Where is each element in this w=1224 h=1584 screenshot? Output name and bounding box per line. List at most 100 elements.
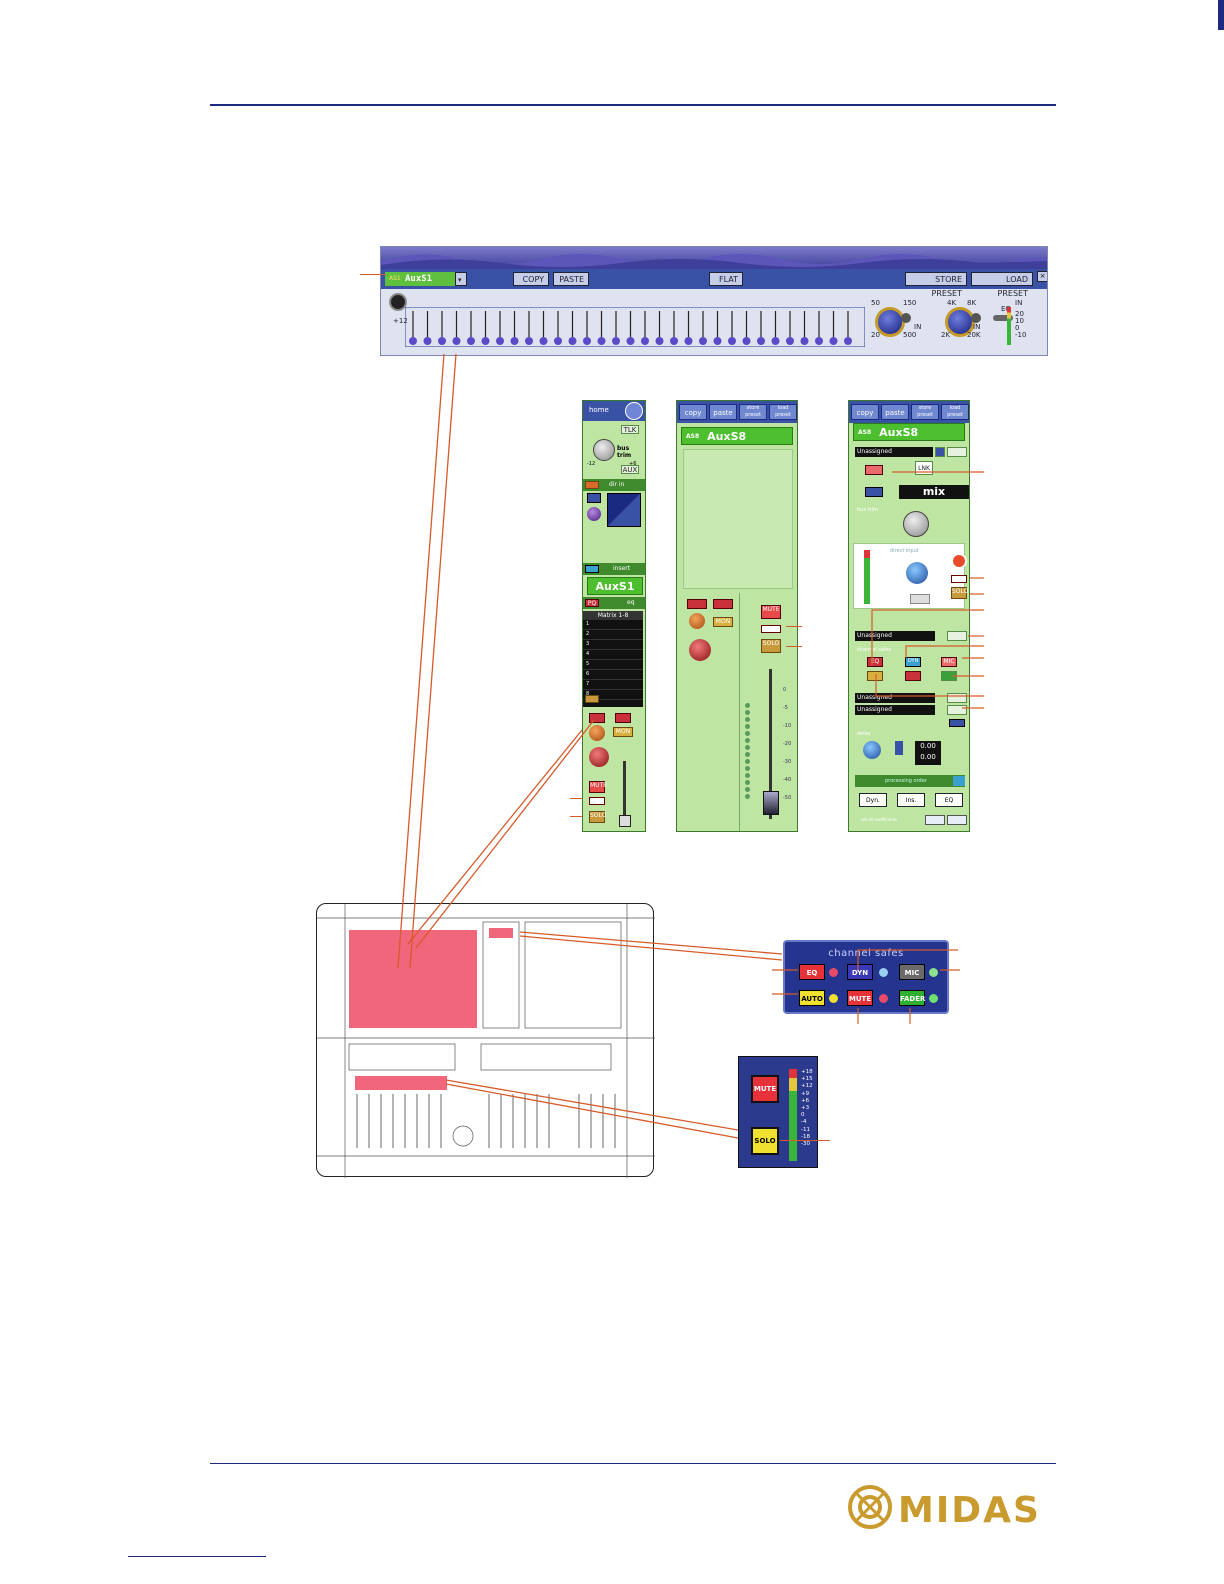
mix-on-button[interactable] [865, 465, 883, 475]
mute-button[interactable]: MUTE [751, 1075, 779, 1103]
channel-name-box[interactable]: AuxS1 [587, 577, 643, 595]
level-knob[interactable] [689, 639, 711, 661]
order-dyn[interactable]: Dyn. [859, 793, 887, 807]
solo-safe-button[interactable] [951, 575, 967, 583]
eq-safe-button[interactable]: EQ [799, 964, 825, 980]
geq-fader-handle[interactable] [423, 337, 432, 345]
fader-safe-button[interactable]: FADER [899, 990, 925, 1006]
copy-button[interactable]: copy [851, 404, 879, 420]
source-edit-2[interactable] [947, 631, 967, 641]
paste-button[interactable]: paste [709, 404, 737, 420]
gate-on-button[interactable] [587, 493, 601, 503]
pre-button[interactable] [615, 713, 631, 723]
geq-fader-handle[interactable] [699, 337, 707, 345]
processing-order-button[interactable] [953, 776, 965, 786]
channel-dropdown-button[interactable]: ▾ [455, 272, 467, 286]
geq-fader-handle[interactable] [728, 337, 736, 345]
hpf-in-button[interactable] [901, 313, 911, 323]
info-icon[interactable] [625, 402, 643, 420]
mute-safe-button[interactable] [905, 671, 921, 681]
geq-fader-handle[interactable] [612, 337, 620, 345]
geq-fader-handle[interactable] [539, 337, 548, 345]
order-ins[interactable]: Ins. [897, 793, 925, 807]
source-edit-1[interactable] [947, 447, 967, 457]
load-preset-button[interactable]: load preset [769, 404, 797, 420]
matrix-aux-button[interactable] [585, 695, 599, 703]
geq-faders[interactable] [405, 307, 865, 347]
direct-input-on-icon[interactable] [951, 553, 967, 569]
auto-safe-button[interactable]: AUTO [799, 990, 825, 1006]
eq-safe-button[interactable]: EQ [867, 657, 883, 667]
load-preset-button[interactable]: load preset [941, 404, 969, 420]
matrix-row[interactable]: 4 [583, 650, 643, 660]
geq-fader-handle[interactable] [510, 337, 519, 345]
ext-button[interactable] [687, 599, 707, 609]
mic-safe-button[interactable]: MIC [899, 964, 925, 980]
load-preset-button[interactable]: LOAD PRESET [971, 272, 1033, 298]
copy-button[interactable]: COPY [513, 272, 549, 286]
geq-fader-handle[interactable] [409, 337, 417, 345]
fader-handle[interactable] [619, 815, 631, 827]
delay-knob[interactable] [863, 741, 881, 759]
pan-knob[interactable] [589, 725, 605, 741]
geq-fader-handle[interactable] [771, 337, 780, 345]
geq-fader-handle[interactable] [655, 337, 664, 345]
source-select-2[interactable]: Unassigned [855, 631, 935, 641]
geq-fader-handle[interactable] [467, 337, 475, 345]
matrix-row[interactable]: 6 [583, 670, 643, 680]
source-select-3[interactable]: Unassigned [855, 693, 935, 703]
geq-fader-handle[interactable] [786, 337, 794, 345]
gate-knob[interactable] [587, 507, 601, 521]
geq-fader-handle[interactable] [452, 337, 461, 345]
store-preset-button[interactable]: STORE PRESET [905, 272, 967, 298]
flat-button[interactable]: FLAT [709, 272, 743, 286]
bus-trim-knob[interactable] [593, 439, 615, 461]
home-label[interactable]: home [589, 406, 609, 414]
pq-button[interactable]: PQ [585, 599, 599, 607]
geq-fader-handle[interactable] [815, 337, 823, 345]
solo-button[interactable]: SOLO [951, 587, 968, 599]
paste-button[interactable]: paste [881, 404, 909, 420]
source-edit-4[interactable] [947, 705, 967, 715]
geq-fader-handle[interactable] [525, 337, 533, 345]
paste-button[interactable]: PASTE [553, 272, 589, 286]
mon-button[interactable]: MON [613, 727, 633, 737]
delay-on-button[interactable] [949, 719, 965, 727]
solo-safe-button[interactable] [761, 625, 781, 633]
pre-button[interactable] [713, 599, 733, 609]
matrix-row[interactable]: 8 [583, 690, 643, 700]
mute-safe-button[interactable]: MUTE [847, 990, 873, 1006]
matrix-row[interactable]: 5 [583, 660, 643, 670]
geq-fader-handle[interactable] [597, 337, 606, 345]
source-select-4[interactable]: Unassigned [855, 705, 935, 715]
set-all-button-1[interactable] [925, 815, 945, 825]
geq-fader-handle[interactable] [438, 337, 446, 345]
geq-fader-handle[interactable] [757, 337, 765, 345]
geq-fader-handle[interactable] [626, 337, 635, 345]
mute-button[interactable]: MUTE [589, 781, 607, 793]
geq-fader-handle[interactable] [481, 337, 490, 345]
source-edit-3[interactable] [947, 693, 967, 703]
copy-button[interactable]: copy [679, 404, 707, 420]
hpf-knob[interactable] [875, 307, 905, 337]
eq-in-switch[interactable] [993, 315, 1013, 321]
geq-fader-handle[interactable] [800, 337, 809, 345]
store-preset-button[interactable]: store preset [739, 404, 767, 420]
geq-fader-handle[interactable] [554, 337, 562, 345]
ext-button[interactable] [589, 713, 605, 723]
dyn-safe-button[interactable]: DYN [905, 657, 921, 667]
mode-button[interactable] [865, 487, 883, 497]
mute-button[interactable]: MUTE [761, 605, 781, 619]
direct-input-mode-button[interactable] [910, 594, 930, 604]
mic-safe-button[interactable]: MIC [941, 657, 957, 667]
matrix-row[interactable]: 7 [583, 680, 643, 690]
fader-handle[interactable] [763, 791, 779, 815]
matrix-row[interactable]: 2 [583, 630, 643, 640]
solo-button[interactable]: SOLO [589, 811, 606, 823]
set-all-button-2[interactable] [947, 815, 967, 825]
direct-input-knob[interactable] [906, 562, 928, 584]
source-select-1[interactable]: Unassigned [855, 447, 933, 457]
geq-fader-handle[interactable] [684, 337, 693, 345]
matrix-row[interactable]: 1 [583, 620, 643, 630]
